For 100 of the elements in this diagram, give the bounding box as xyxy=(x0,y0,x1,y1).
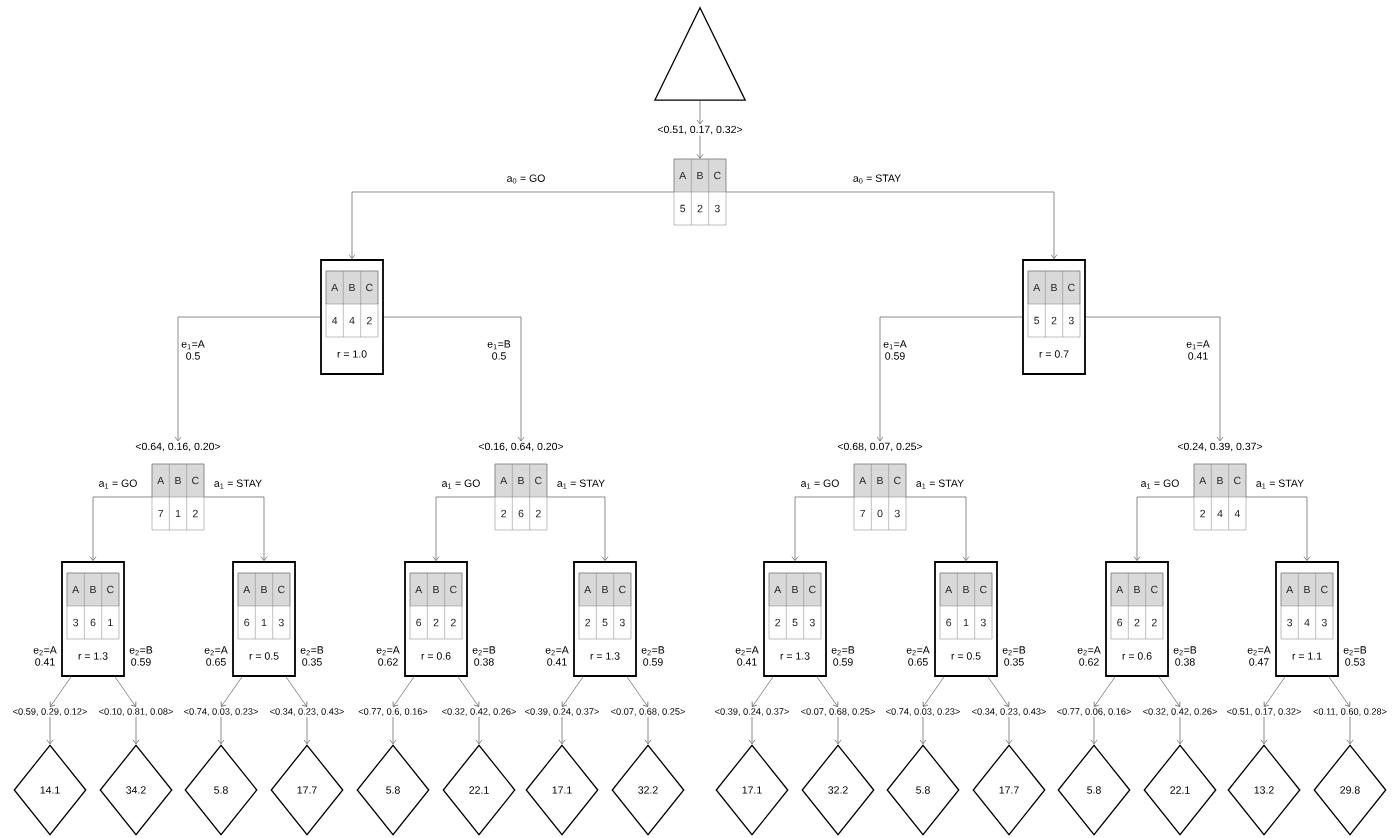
belief-text: <0.59, 0.29, 0.12> xyxy=(13,708,87,716)
edge-label: a$_{1}$ = STAY xyxy=(916,479,964,489)
edge-label: e$_{1}$=A 0.41 xyxy=(1186,340,1210,360)
edge-label: a$_{1}$ = GO xyxy=(442,479,480,489)
arrow xyxy=(696,135,704,159)
arrow xyxy=(644,716,652,745)
arrow xyxy=(791,496,855,561)
edge-label: a$_{1}$ = STAY xyxy=(214,479,262,489)
arrow xyxy=(475,716,483,745)
belief-text: <0.77, 0.06, 0.16> xyxy=(1057,708,1131,716)
arrow xyxy=(1090,716,1098,745)
arrow xyxy=(696,99,704,125)
arrow xyxy=(457,676,480,707)
arrow xyxy=(203,496,268,561)
edge-label: a$_{0}$ = GO xyxy=(507,174,545,184)
arrow xyxy=(834,716,842,745)
edge-label: a$_{1}$ = GO xyxy=(1141,479,1179,489)
arrow xyxy=(1005,716,1013,745)
arrow xyxy=(1260,716,1268,745)
belief-text: <0.07, 0.68, 0.25> xyxy=(611,708,685,716)
belief-text: <0.10, 0.81, 0.08> xyxy=(99,708,173,716)
belief-text: <0.51, 0.17, 0.32> xyxy=(657,125,743,135)
belief-text: <0.74, 0.03, 0.23> xyxy=(886,708,960,716)
belief-text: <0.24, 0.39, 0.37> xyxy=(1177,442,1263,452)
arrow xyxy=(922,676,945,707)
edge-label: e$_{2}$=B 0.53 xyxy=(1343,646,1367,666)
edge-label: e$_{2}$=A 0.62 xyxy=(376,646,400,666)
count-table: A B C 7 1 2 xyxy=(151,463,205,531)
arrow xyxy=(89,496,153,561)
arrow xyxy=(816,676,839,707)
arrow xyxy=(919,716,927,745)
arrow xyxy=(174,316,321,442)
edge-label: e$_{2}$=A 0.41 xyxy=(735,646,759,666)
arrow xyxy=(1093,676,1116,707)
arrow xyxy=(392,676,415,707)
count-table: A B C 4 4 2 xyxy=(325,270,379,338)
count-table: A B C 3 6 1 xyxy=(66,572,120,640)
count-table: A B C 6 1 3 xyxy=(237,572,291,640)
arrow xyxy=(546,496,609,561)
edge-label: a$_{1}$ = GO xyxy=(801,479,839,489)
arrow xyxy=(561,676,584,707)
edge-label: e$_{2}$=A 0.65 xyxy=(204,646,228,666)
edge-label: a$_{1}$ = GO xyxy=(99,479,137,489)
arrow xyxy=(1085,316,1224,442)
belief-text: <0.74, 0.03, 0.23> xyxy=(184,708,258,716)
belief-text: <0.77, 0.6, 0.16> xyxy=(358,708,428,716)
belief-text: <0.32, 0.42, 0.26> xyxy=(1143,708,1217,716)
arrow xyxy=(876,316,1023,442)
count-table: A B C 3 4 3 xyxy=(1280,572,1334,640)
count-table: A B C 5 2 3 xyxy=(673,158,727,226)
edge-label: e$_{2}$=B 0.59 xyxy=(129,646,153,666)
edge-label: e$_{2}$=B 0.35 xyxy=(1002,646,1026,666)
belief-text: <0.07, 0.68, 0.25> xyxy=(801,708,875,716)
arrow xyxy=(1158,676,1181,707)
arrow xyxy=(114,676,137,707)
edge-label: e$_{2}$=A 0.62 xyxy=(1077,646,1101,666)
edge-label: a$_{0}$ = STAY xyxy=(853,174,901,184)
count-table: A B C 6 2 2 xyxy=(409,572,463,640)
arrow xyxy=(1176,716,1184,745)
belief-text: <0.68, 0.07, 0.25> xyxy=(837,442,923,452)
arrow xyxy=(1346,716,1354,745)
belief-text: <0.51, 0.17, 0.32> xyxy=(1227,708,1301,716)
arrow xyxy=(1245,496,1311,561)
count-table: A B C 2 6 2 xyxy=(494,463,548,531)
arrow xyxy=(389,716,397,745)
edge-label: e$_{2}$=A 0.47 xyxy=(1247,646,1271,666)
arrow xyxy=(217,716,225,745)
edge-label: a$_{1}$ = STAY xyxy=(1256,479,1304,489)
arrow xyxy=(46,716,54,745)
arrow xyxy=(987,676,1010,707)
arrow xyxy=(432,496,496,561)
arrow xyxy=(348,191,675,259)
arrow xyxy=(905,496,970,561)
arrow xyxy=(1263,676,1286,707)
edge-label: e$_{2}$=A 0.41 xyxy=(33,646,57,666)
count-table: A B C 7 0 3 xyxy=(853,463,907,531)
arrow xyxy=(748,716,756,745)
edge-label: e$_{2}$=A 0.65 xyxy=(906,646,930,666)
arrow xyxy=(49,676,72,707)
count-table: A B C 2 5 3 xyxy=(768,572,822,640)
arrow xyxy=(1328,676,1351,707)
belief-text: <0.16, 0.64, 0.20> xyxy=(478,442,564,452)
arrow xyxy=(285,676,308,707)
belief-text: <0.39, 0.24, 0.37> xyxy=(715,708,789,716)
belief-text: <0.39, 0.24, 0.37> xyxy=(525,708,599,716)
arrow xyxy=(558,716,566,745)
belief-text: <0.34, 0.23, 0.43> xyxy=(270,708,344,716)
edge-label: e$_{2}$=A 0.41 xyxy=(545,646,569,666)
belief-text: <0.32, 0.42, 0.26> xyxy=(442,708,516,716)
edge-label: e$_{1}$=A 0.5 xyxy=(181,340,205,360)
edge-label: e$_{2}$=B 0.38 xyxy=(472,646,496,666)
arrow xyxy=(220,676,243,707)
edge-label: e$_{1}$=B 0.5 xyxy=(487,340,511,360)
edge-label: e$_{2}$=B 0.59 xyxy=(831,646,855,666)
count-table: A B C 2 4 4 xyxy=(1193,463,1247,531)
belief-text: <0.11, 0.60, 0.28> xyxy=(1313,708,1387,716)
count-table: A B C 2 5 3 xyxy=(578,572,632,640)
arrow xyxy=(626,676,649,707)
arrow xyxy=(383,316,525,442)
edge-label: e$_{2}$=B 0.38 xyxy=(1173,646,1197,666)
